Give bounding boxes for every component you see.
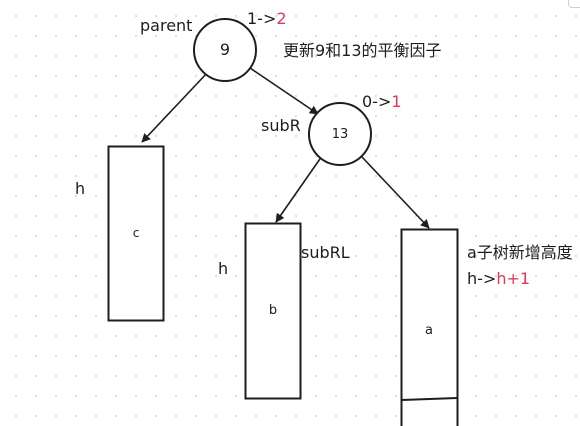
subR-node-circle — [308, 102, 372, 166]
edge-subR-to-b — [275, 155, 323, 223]
update-note: 更新9和13的平衡因子 — [283, 41, 442, 60]
subRL-label: subRL — [301, 243, 350, 262]
edge-subR-to-a — [361, 156, 430, 229]
height-old: h-> — [467, 269, 497, 288]
subR-label: subR — [261, 116, 301, 135]
height-label-c: h — [75, 179, 86, 198]
parent-balance-factor: 1->2 — [247, 11, 287, 27]
parent-node-value: 9 — [219, 40, 231, 59]
height-label-b: h — [218, 259, 229, 278]
parent-balance-new: 2 — [276, 9, 287, 28]
a-grows-note: a子树新增高度 — [467, 243, 573, 262]
subR-node-value: 13 — [331, 127, 349, 142]
height-new: h+1 — [496, 269, 531, 288]
edge-parent-to-subR — [249, 67, 319, 115]
subtree-a-label: a — [425, 323, 433, 338]
subtree-c-block — [107, 145, 165, 322]
subtree-c-label: c — [132, 226, 140, 240]
parent-node-circle — [193, 18, 257, 82]
edge-parent-to-c — [141, 71, 209, 143]
parent-balance-old: 1-> — [247, 9, 277, 28]
subtree-b-label: b — [268, 303, 278, 318]
subR-balance-factor: 0->1 — [362, 94, 402, 110]
corner-widget[interactable] — [568, 0, 580, 8]
height-change-note: h->h+1 — [467, 271, 530, 287]
parent-label: parent — [140, 16, 193, 35]
subtree-b-block — [244, 222, 302, 400]
subtree-a-block — [400, 228, 459, 426]
subtree-a-new-level-divider — [401, 397, 458, 401]
subR-balance-new: 1 — [391, 92, 402, 111]
subR-balance-old: 0-> — [362, 92, 392, 111]
